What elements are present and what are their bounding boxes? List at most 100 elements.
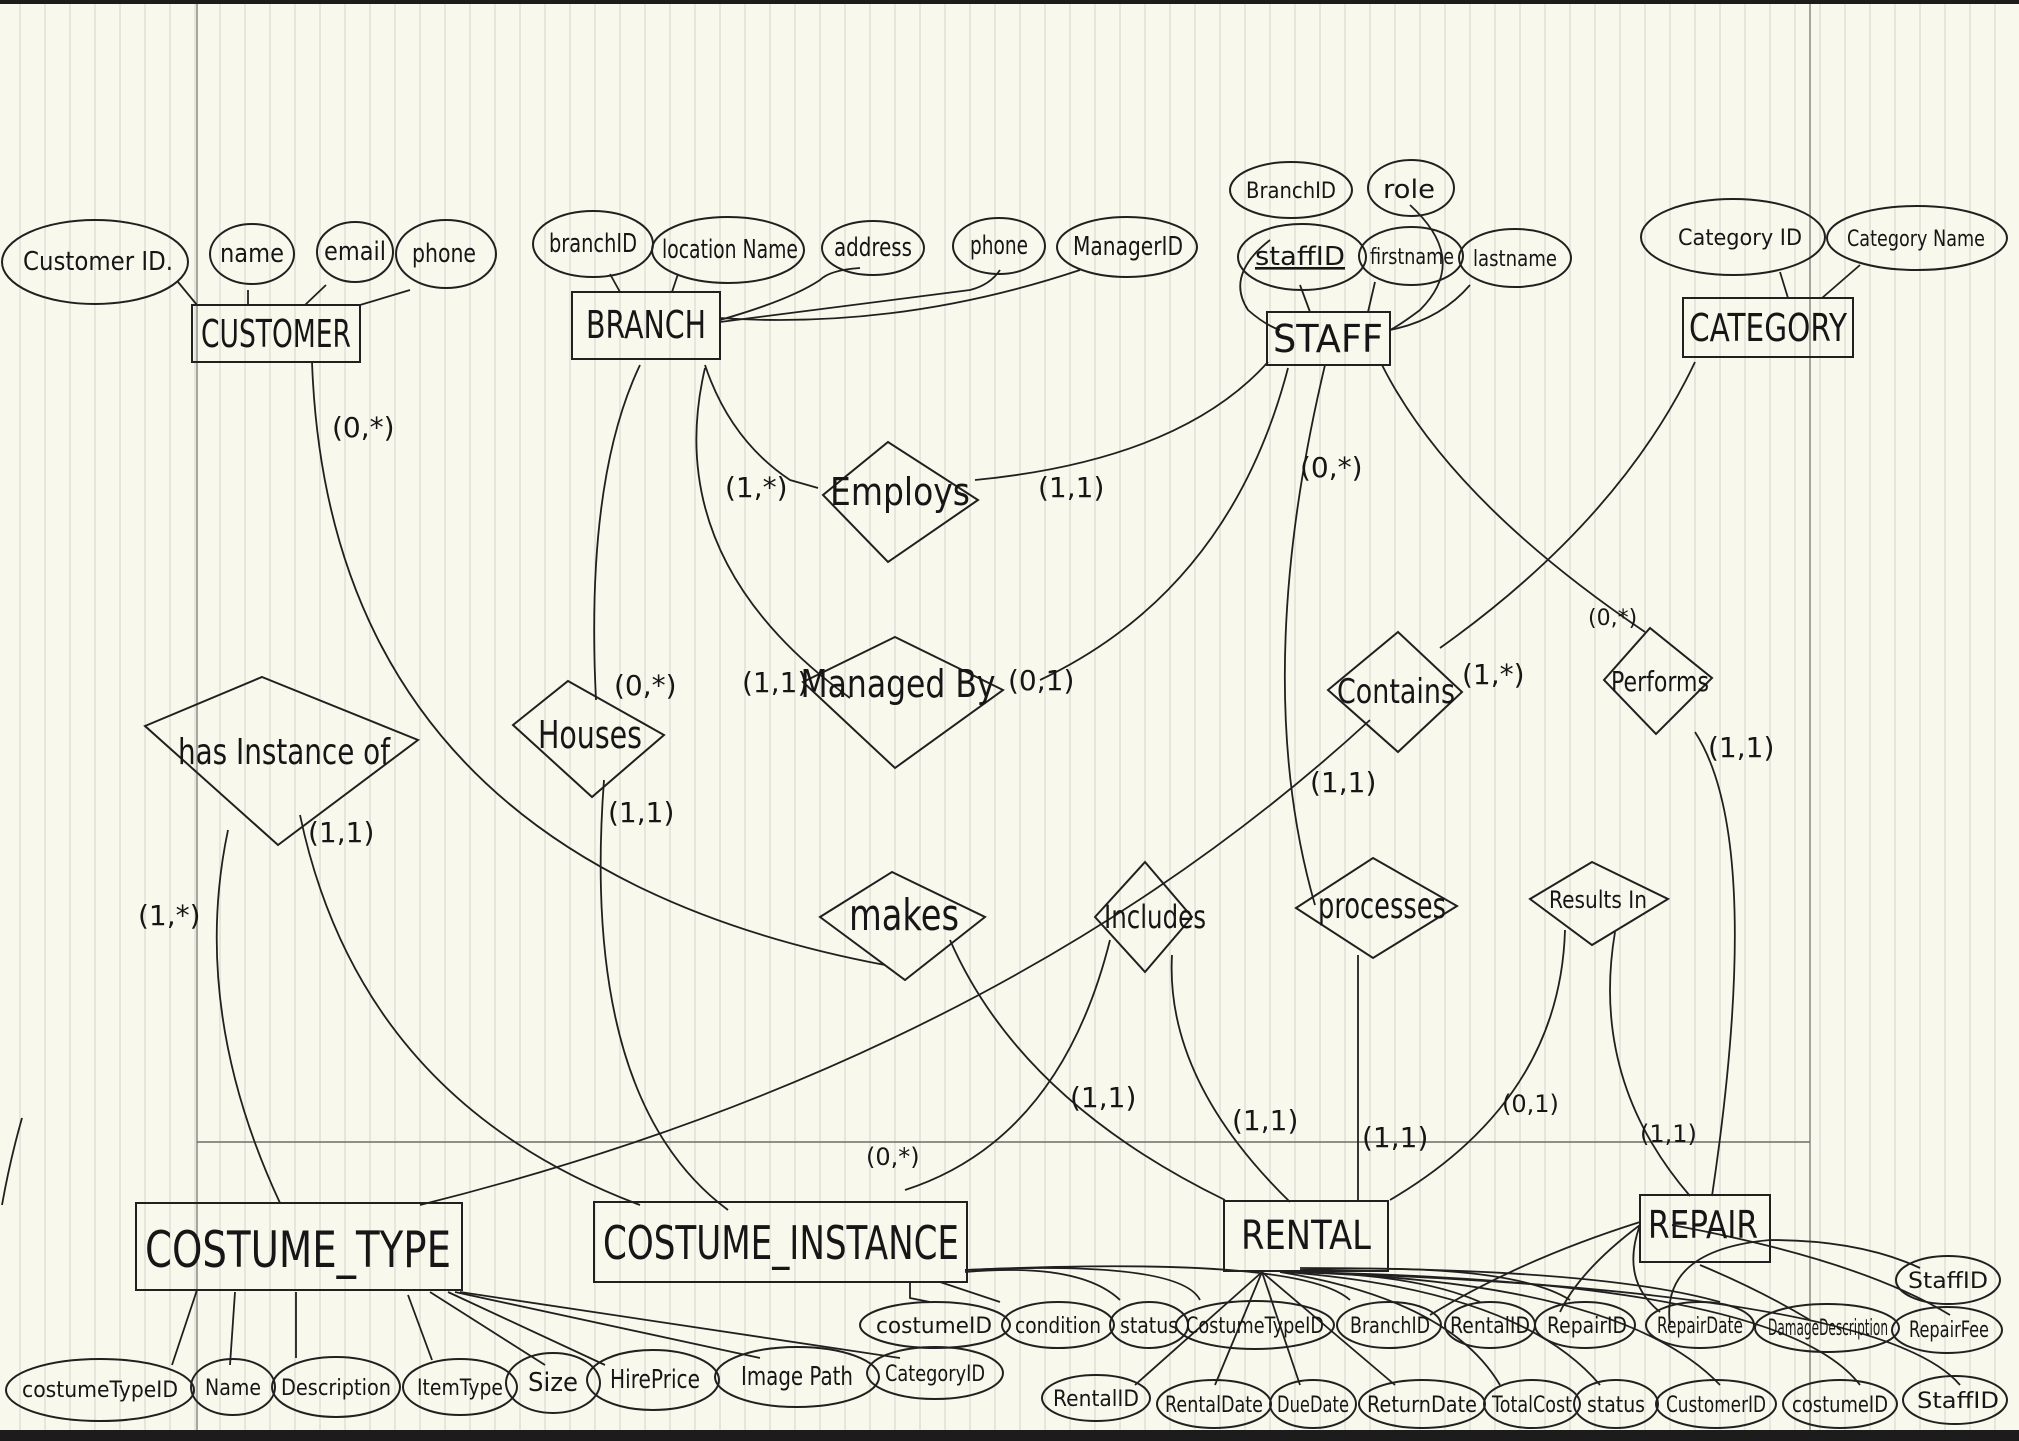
staff-attributes: BranchID role staffID firstname lastname (1229, 159, 1572, 291)
costume-instance-attributes: costumeID condition status CostumeTypeID… (859, 1300, 1442, 1350)
svg-text:branchID: branchID (549, 229, 637, 259)
svg-text:address: address (834, 233, 912, 263)
cardinality: (1,1) (1708, 731, 1774, 764)
svg-text:Category ID: Category ID (1678, 226, 1802, 251)
customer-attributes: Customer ID. name email phone (1, 219, 497, 305)
repair-attributes: RepairDate DamageDescription RepairFee S… (1645, 1255, 2003, 1354)
relationship-label: Employs (830, 470, 970, 514)
relationship-label: Includes (1104, 898, 1206, 936)
attribute-phone: phone (952, 217, 1046, 275)
svg-text:BranchID: BranchID (1246, 179, 1336, 204)
svg-text:RepairDate: RepairDate (1657, 1314, 1743, 1339)
svg-text:Name: Name (205, 1376, 261, 1401)
attribute-hire-price: HirePrice (586, 1349, 720, 1411)
attribute-size: Size (505, 1352, 601, 1414)
attribute-staff-id: staffID (1237, 223, 1367, 291)
costume-type-attributes: costumeTypeID Name Description ItemType … (5, 1346, 1004, 1422)
svg-text:RentalID: RentalID (1053, 1387, 1139, 1412)
entity-label: BRANCH (586, 303, 706, 347)
cardinality-labels: (0,*) (1,*) (1,1) (0,*) (1,1) (0,1) (0,*… (138, 411, 1774, 1171)
entity-category: CATEGORY (1682, 297, 1854, 358)
svg-text:lastname: lastname (1473, 247, 1557, 272)
cardinality: (0,1) (1008, 664, 1074, 697)
entity-label: RENTAL (1241, 1213, 1372, 1259)
stray-mark (1, 1117, 23, 1206)
attribute-repair-date: RepairDate (1645, 1301, 1755, 1349)
svg-text:staffID: staffID (1255, 242, 1345, 272)
attribute-manager-id: ManagerID (1056, 216, 1198, 278)
attribute-rental-id-lower: RentalID (1041, 1374, 1151, 1422)
svg-text:email: email (324, 237, 386, 267)
relationship-label: Performs (1611, 665, 1709, 698)
entity-customer: CUSTOMER (191, 304, 361, 363)
svg-text:Description: Description (281, 1376, 391, 1401)
attribute-due-date: DueDate (1269, 1379, 1357, 1429)
svg-text:HirePrice: HirePrice (610, 1365, 700, 1395)
entity-label: CATEGORY (1689, 306, 1848, 350)
svg-text:DueDate: DueDate (1277, 1393, 1349, 1418)
relationship-makes: makes (818, 870, 987, 982)
relationship-includes: Includes (1093, 860, 1206, 974)
attribute-customer-id: Customer ID. (1, 219, 189, 305)
cardinality: (0,*) (866, 1143, 920, 1171)
entity-label: CUSTOMER (201, 312, 351, 356)
attribute-name: Name (190, 1358, 276, 1416)
svg-text:costumeID: costumeID (1792, 1393, 1888, 1418)
svg-text:phone: phone (970, 231, 1028, 261)
entity-repair: REPAIR (1639, 1194, 1771, 1263)
relationship-label: processes (1318, 886, 1446, 927)
cardinality: (1,*) (138, 899, 201, 932)
entity-label: COSTUME_INSTANCE (603, 1216, 959, 1270)
cardinality: (0,*) (1588, 606, 1637, 631)
ruled-lines (19, 4, 1996, 1430)
cardinality: (1,*) (1462, 658, 1525, 691)
attribute-status: status (1109, 1301, 1189, 1349)
svg-text:Image Path: Image Path (741, 1362, 853, 1392)
cardinality: (0,*) (1300, 451, 1363, 484)
relationship-performs: Performs (1602, 626, 1714, 736)
svg-text:RepairFee: RepairFee (1909, 1318, 1989, 1343)
relationship-label: has Instance of (178, 732, 391, 773)
cardinality: (1,1) (1640, 1120, 1697, 1148)
relationship-houses: Houses (511, 679, 666, 799)
attribute-category-id: Category ID (1640, 198, 1826, 276)
attribute-damage-description: DamageDescription (1754, 1303, 1900, 1353)
entity-label: STAFF (1273, 317, 1383, 361)
attribute-condition: condition (1001, 1301, 1115, 1349)
svg-text:costumeID: costumeID (876, 1314, 992, 1339)
relationship-label: Houses (538, 713, 642, 757)
svg-text:status: status (1120, 1314, 1178, 1339)
svg-text:CostumeTypeID: CostumeTypeID (1186, 1314, 1324, 1339)
attribute-costume-type-id: costumeTypeID (5, 1358, 195, 1422)
svg-text:RepairID: RepairID (1547, 1314, 1627, 1339)
svg-text:StaffID: StaffID (1908, 1269, 1988, 1294)
relationship-results-in: Results In (1528, 860, 1671, 947)
cardinality: (1,1) (308, 816, 374, 849)
svg-text:ManagerID: ManagerID (1073, 232, 1183, 262)
attribute-repair-fee: RepairFee (1891, 1306, 2003, 1354)
entity-staff: STAFF (1266, 311, 1391, 366)
paper-background (0, 4, 2019, 1430)
svg-text:DamageDescription: DamageDescription (1768, 1316, 1888, 1341)
attribute-costume-type-id: CostumeTypeID (1175, 1300, 1335, 1350)
cardinality: (0,1) (1502, 1090, 1559, 1118)
attribute-role: role (1367, 159, 1455, 217)
entity-label: COSTUME_TYPE (145, 1221, 451, 1279)
svg-text:CustomerID: CustomerID (1666, 1393, 1766, 1418)
svg-text:CategoryID: CategoryID (885, 1362, 985, 1387)
attribute-branch-id: BranchID (1336, 1301, 1442, 1349)
attribute-image-path: Image Path (714, 1346, 880, 1408)
svg-text:StaffID: StaffID (1917, 1389, 1999, 1414)
cardinality: (0,*) (332, 411, 395, 444)
rental-attributes: RentalID RepairID RentalID RentalDate Du… (1041, 1301, 2008, 1429)
svg-text:costumeTypeID: costumeTypeID (22, 1378, 178, 1403)
svg-text:RentalID: RentalID (1450, 1314, 1530, 1339)
entity-branch: BRANCH (571, 291, 721, 360)
svg-text:name: name (220, 239, 284, 269)
attribute-item-type: ItemType (402, 1358, 518, 1416)
relationship-has-instance-of: has Instance of (143, 675, 421, 847)
category-attributes: Category ID Category Name (1640, 198, 2008, 276)
entity-costume-instance: COSTUME_INSTANCE (593, 1201, 968, 1283)
attribute-branch-id: BranchID (1229, 161, 1353, 219)
cardinality: (1,1) (608, 796, 674, 829)
